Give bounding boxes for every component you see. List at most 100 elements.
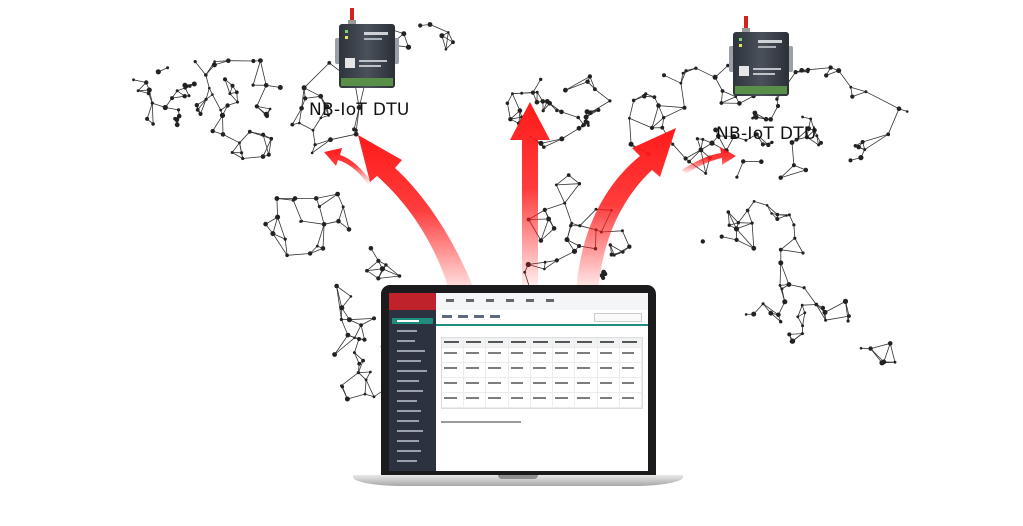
map-node: [228, 92, 232, 96]
map-node: [780, 287, 784, 291]
world-network-nodes: [132, 22, 909, 402]
map-node: [204, 97, 208, 101]
map-node: [269, 136, 274, 141]
sidebar-item: [392, 438, 433, 444]
table-cell: [509, 363, 531, 377]
map-node: [563, 201, 567, 205]
map-node: [352, 351, 356, 355]
map-node: [822, 309, 828, 315]
laptop: [353, 285, 683, 500]
map-link: [360, 325, 365, 340]
map-link: [229, 93, 238, 103]
map-node: [261, 132, 266, 137]
map-link: [682, 67, 697, 74]
map-node: [299, 220, 302, 223]
map-link: [672, 143, 686, 159]
map-link: [565, 81, 588, 91]
table-cell: [442, 378, 465, 392]
map-link: [385, 264, 400, 277]
map-node: [577, 244, 582, 248]
map-node: [535, 90, 539, 94]
map-link: [756, 134, 769, 146]
map-node: [175, 89, 179, 93]
map-node: [863, 148, 867, 152]
map-node: [744, 313, 748, 316]
map-link: [276, 198, 278, 218]
map-node: [593, 87, 597, 92]
map-link: [378, 275, 400, 279]
map-node: [853, 144, 858, 148]
map-link: [870, 343, 891, 349]
map-node: [251, 83, 255, 87]
map-node: [806, 126, 811, 132]
map-link: [736, 161, 744, 178]
map-link: [815, 304, 826, 321]
map-link: [680, 70, 687, 84]
table-cell: [575, 348, 598, 362]
map-link: [590, 100, 611, 114]
table-cell: [486, 393, 509, 407]
map-node: [720, 89, 725, 93]
map-link: [311, 139, 331, 154]
map-node: [800, 303, 804, 307]
map-node: [151, 122, 155, 126]
map-node: [603, 272, 608, 276]
map-link: [512, 93, 521, 111]
map-link: [312, 130, 316, 145]
table-cell: [464, 348, 487, 362]
map-link: [360, 318, 375, 326]
map-link: [747, 210, 753, 224]
map-link: [747, 201, 755, 211]
map-link: [292, 200, 303, 222]
map-node: [559, 136, 565, 142]
sidebar-item-label: [397, 460, 417, 462]
map-node: [534, 99, 540, 105]
map-node: [793, 236, 797, 240]
sidebar-item-label: [397, 410, 421, 412]
map-node: [612, 253, 616, 257]
table-cell: [620, 348, 642, 362]
map-node: [794, 137, 799, 142]
map-node: [335, 191, 340, 197]
map-link: [312, 117, 322, 131]
map-link: [663, 107, 685, 118]
table-cell: [464, 338, 487, 347]
search-input: [594, 313, 642, 322]
map-link: [232, 152, 243, 159]
map-node: [447, 31, 450, 34]
map-node: [576, 125, 582, 131]
map-link: [540, 138, 562, 144]
sidebar-item: [392, 408, 433, 414]
map-node: [792, 223, 796, 227]
map-node: [517, 108, 523, 113]
map-link: [658, 105, 685, 109]
map-link: [543, 138, 562, 148]
map-node: [761, 302, 765, 306]
table-cell: [464, 363, 487, 377]
dtu-label-right: NB-IoT DTU: [716, 124, 817, 144]
map-link: [252, 60, 261, 86]
map-node: [144, 80, 149, 85]
map-node: [542, 207, 547, 212]
map-link: [803, 287, 817, 305]
map-node: [451, 40, 455, 45]
app-sidebar: [389, 293, 436, 471]
map-node: [787, 213, 791, 217]
map-node: [660, 125, 665, 130]
map-node: [578, 224, 582, 228]
dtu-device-right: [729, 16, 793, 96]
map-link: [721, 236, 737, 241]
map-link: [721, 96, 736, 104]
map-link: [540, 218, 549, 241]
map-link: [802, 312, 806, 326]
map-link: [564, 183, 580, 204]
map-node: [631, 98, 636, 103]
map-node: [194, 103, 199, 108]
map-node: [712, 74, 718, 80]
data-arrows: [324, 102, 736, 302]
map-link: [721, 90, 723, 104]
map-node: [247, 129, 252, 134]
map-node: [752, 110, 758, 116]
map-node: [628, 116, 631, 120]
map-node: [586, 123, 590, 127]
